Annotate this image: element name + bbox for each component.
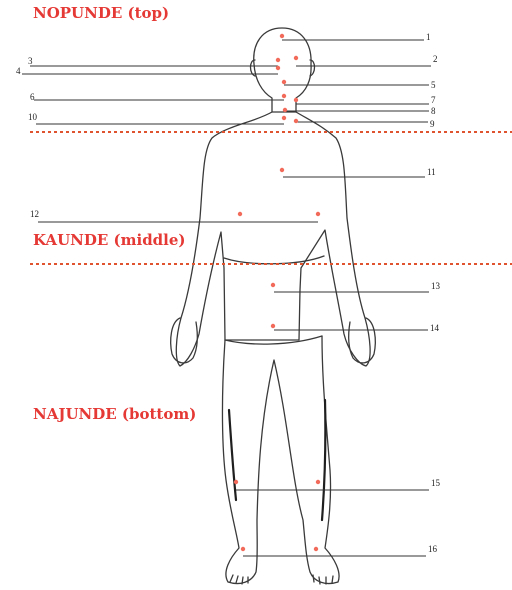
callout-number-8: 8	[431, 106, 436, 116]
callout-number-16: 16	[428, 544, 437, 554]
zone-label-middle: KAUNDE (middle)	[33, 231, 186, 249]
callout-number-14: 14	[430, 323, 439, 333]
point-marker-14	[271, 324, 275, 328]
figure-hand-right	[349, 318, 376, 363]
point-marker-11	[280, 168, 284, 172]
point-marker-6	[282, 94, 286, 98]
point-marker-15-2	[316, 480, 320, 484]
callout-number-5: 5	[431, 80, 436, 90]
point-marker-7	[294, 98, 298, 102]
point-marker-8	[283, 108, 287, 112]
point-marker-5	[282, 80, 286, 84]
point-marker-15-1	[234, 480, 238, 484]
zone-label-top: NOPUNDE (top)	[33, 4, 169, 22]
callout-number-12: 12	[30, 209, 39, 219]
callout-number-11: 11	[427, 167, 436, 177]
callout-number-3: 3	[28, 56, 33, 66]
point-marker-9	[294, 119, 298, 123]
callout-number-7: 7	[431, 95, 436, 105]
point-marker-3	[276, 58, 280, 62]
point-marker-12-1	[238, 212, 242, 216]
callout-number-9: 9	[430, 119, 435, 129]
callout-number-1: 1	[426, 32, 431, 42]
figure-waistband	[224, 256, 324, 264]
point-marker-10	[282, 116, 286, 120]
callout-number-15: 15	[431, 478, 440, 488]
point-marker-16-1	[241, 547, 245, 551]
figure-legs	[222, 336, 339, 584]
point-marker-2	[294, 56, 298, 60]
point-marker-16-2	[314, 547, 318, 551]
point-marker-13	[271, 283, 275, 287]
callout-number-4: 4	[16, 66, 21, 76]
figure-leg-shadow-left	[229, 410, 236, 500]
figure-leg-shadow-right	[322, 400, 325, 520]
callout-number-6: 6	[30, 92, 35, 102]
point-marker-12-2	[316, 212, 320, 216]
callout-number-13: 13	[431, 281, 440, 291]
point-marker-4	[276, 66, 280, 70]
figure-hand-left	[171, 318, 198, 363]
figure-head	[254, 28, 311, 112]
point-marker-1	[280, 34, 284, 38]
callout-number-2: 2	[433, 54, 438, 64]
callout-number-10: 10	[28, 112, 37, 122]
zone-label-bottom: NAJUNDE (bottom)	[33, 405, 196, 423]
